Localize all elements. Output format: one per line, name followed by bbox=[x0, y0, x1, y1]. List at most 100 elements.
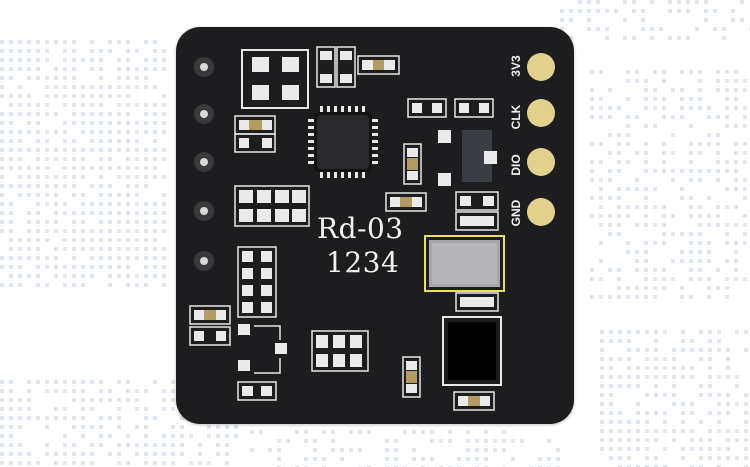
background-dot bbox=[672, 384, 676, 388]
background-dot bbox=[349, 448, 353, 452]
background-dot bbox=[54, 184, 58, 188]
background-dot bbox=[126, 130, 130, 134]
background-dot bbox=[126, 283, 130, 287]
background-dot bbox=[54, 76, 58, 80]
background-dot bbox=[144, 58, 148, 62]
background-dot bbox=[654, 330, 658, 334]
background-dot bbox=[9, 461, 13, 465]
background-dot bbox=[680, 97, 684, 101]
background-dot bbox=[9, 265, 13, 269]
background-dot bbox=[153, 130, 157, 134]
background-dot bbox=[680, 250, 684, 254]
background-dot bbox=[153, 121, 157, 125]
background-dot bbox=[117, 130, 121, 134]
background-dot bbox=[743, 196, 747, 200]
background-dot bbox=[99, 94, 103, 98]
background-dot bbox=[672, 438, 676, 442]
background-dot bbox=[0, 58, 4, 62]
background-dot bbox=[645, 420, 649, 424]
background-dot bbox=[171, 452, 175, 456]
background-dot bbox=[689, 160, 693, 164]
background-dot bbox=[18, 157, 22, 161]
background-dot bbox=[162, 434, 166, 438]
background-dot bbox=[189, 461, 193, 465]
background-dot bbox=[608, 151, 612, 155]
pad-dio bbox=[527, 148, 555, 176]
background-dot bbox=[686, 36, 690, 40]
background-dot bbox=[644, 196, 648, 200]
background-dot bbox=[313, 439, 317, 443]
background-dot bbox=[698, 205, 702, 209]
background-dot bbox=[135, 202, 139, 206]
background-dot bbox=[627, 456, 631, 460]
background-dot bbox=[144, 425, 148, 429]
background-dot bbox=[617, 151, 621, 155]
background-dot bbox=[108, 49, 112, 53]
background-dot bbox=[99, 247, 103, 251]
background-dot bbox=[36, 112, 40, 116]
background-dot bbox=[72, 283, 76, 287]
background-dot bbox=[716, 214, 720, 218]
background-dot bbox=[117, 85, 121, 89]
background-dot bbox=[81, 202, 85, 206]
background-dot bbox=[743, 223, 747, 227]
background-dot bbox=[144, 112, 148, 116]
background-dot bbox=[717, 339, 721, 343]
background-dot bbox=[726, 366, 730, 370]
background-dot bbox=[81, 175, 85, 179]
background-dot bbox=[686, 0, 690, 4]
pad-3v3 bbox=[527, 53, 555, 81]
background-dot bbox=[99, 49, 103, 53]
background-dot bbox=[234, 425, 238, 429]
background-dot bbox=[54, 380, 58, 384]
background-dot bbox=[623, 18, 627, 22]
background-dot bbox=[743, 106, 747, 110]
background-dot bbox=[99, 58, 103, 62]
background-dot bbox=[18, 148, 22, 152]
pin-label-3v3: 3V3 bbox=[509, 55, 523, 77]
background-dot bbox=[54, 452, 58, 456]
background-dot bbox=[605, 27, 609, 31]
background-dot bbox=[45, 103, 49, 107]
background-dot bbox=[117, 398, 121, 402]
background-dot bbox=[735, 375, 739, 379]
background-dot bbox=[36, 157, 40, 161]
background-dot bbox=[716, 115, 720, 119]
background-dot bbox=[9, 49, 13, 53]
background-dot bbox=[90, 380, 94, 384]
background-dot bbox=[27, 380, 31, 384]
background-dot bbox=[45, 416, 49, 420]
background-dot bbox=[608, 178, 612, 182]
background-dot bbox=[707, 250, 711, 254]
background-dot bbox=[63, 434, 67, 438]
background-dot bbox=[162, 193, 166, 197]
background-dot bbox=[609, 429, 613, 433]
background-dot bbox=[81, 274, 85, 278]
background-dot bbox=[707, 142, 711, 146]
background-dot bbox=[18, 40, 22, 44]
background-dot bbox=[653, 268, 657, 272]
background-dot bbox=[162, 121, 166, 125]
background-dot bbox=[63, 76, 67, 80]
background-dot bbox=[108, 139, 112, 143]
background-dot bbox=[81, 425, 85, 429]
background-dot bbox=[704, 0, 708, 4]
background-dot bbox=[689, 151, 693, 155]
background-dot bbox=[162, 49, 166, 53]
background-dot bbox=[108, 112, 112, 116]
background-dot bbox=[590, 115, 594, 119]
background-dot bbox=[502, 430, 506, 434]
background-dot bbox=[108, 265, 112, 269]
background-dot bbox=[662, 79, 666, 83]
background-dot bbox=[18, 256, 22, 260]
background-dot bbox=[144, 461, 148, 465]
background-dot bbox=[99, 130, 103, 134]
background-dot bbox=[744, 411, 748, 415]
background-dot bbox=[18, 265, 22, 269]
background-dot bbox=[135, 121, 139, 125]
background-dot bbox=[72, 103, 76, 107]
left-pin-holes bbox=[194, 57, 214, 271]
background-dot bbox=[644, 142, 648, 146]
background-dot bbox=[72, 112, 76, 116]
background-dot bbox=[698, 169, 702, 173]
